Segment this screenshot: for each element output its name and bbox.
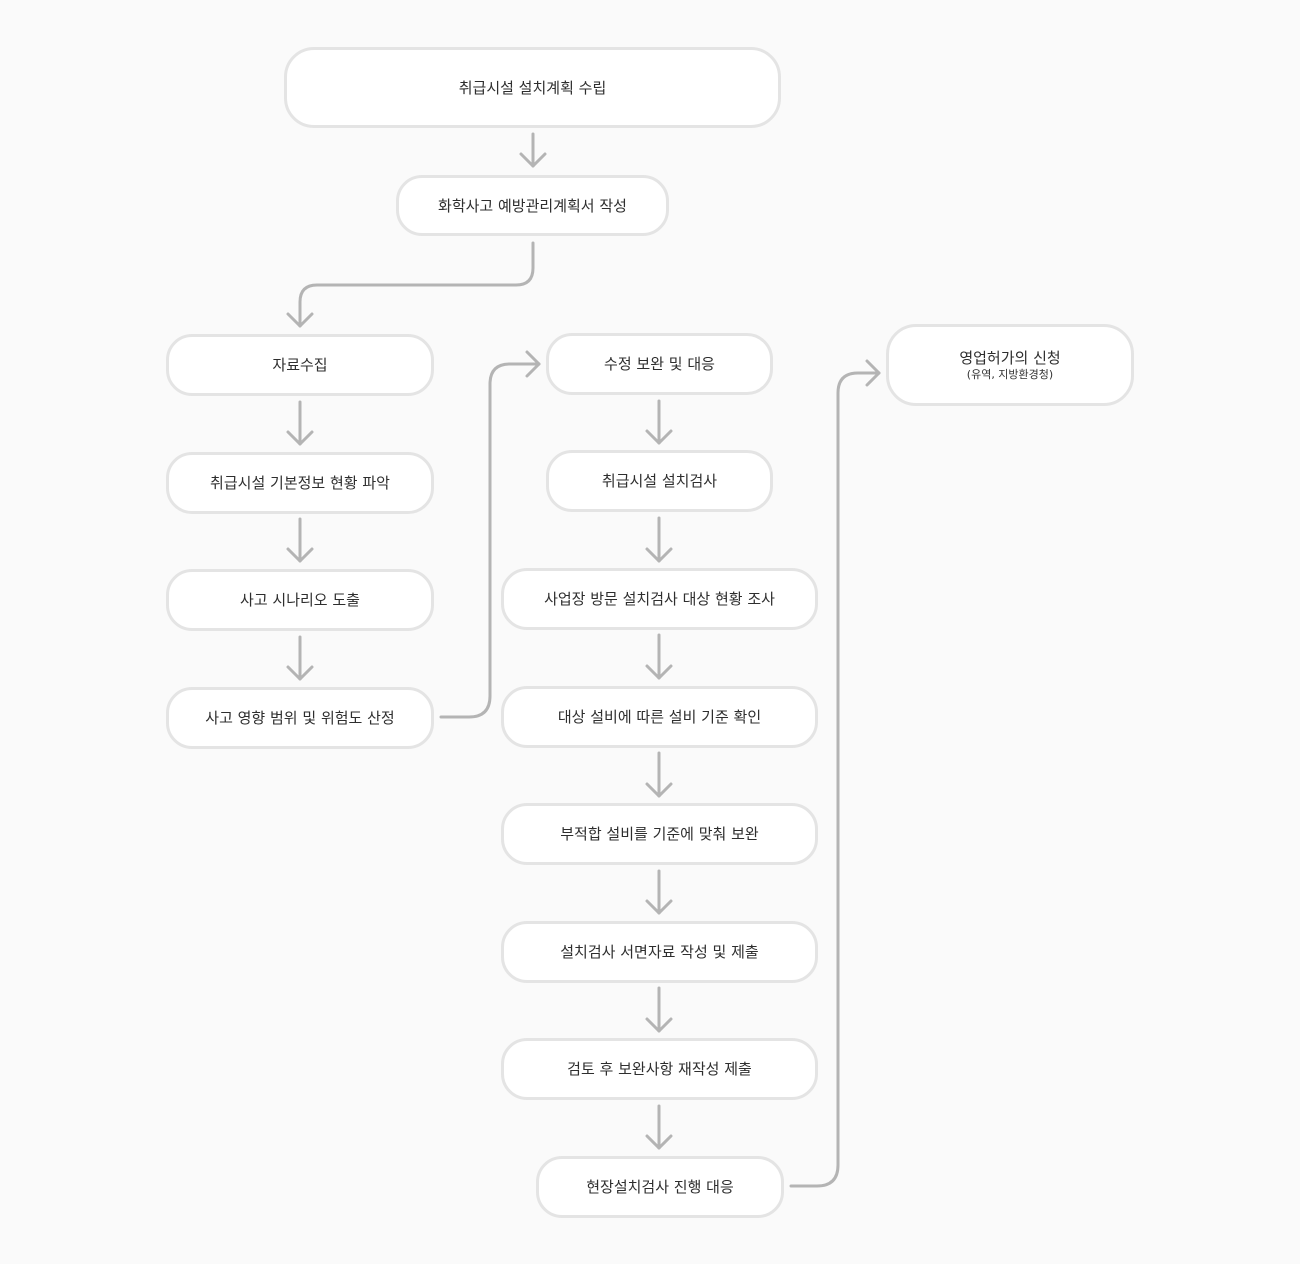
arrowhead-icon (645, 1017, 673, 1033)
arrowhead-icon (645, 547, 673, 563)
node-label: 부적합 설비를 기준에 맞춰 보완 (560, 825, 759, 843)
node-label: 대상 설비에 따른 설비 기준 확인 (557, 708, 762, 726)
node-onsite: 현장설치검사 진행 대응 (536, 1156, 784, 1218)
node-collect: 자료수집 (166, 334, 434, 396)
node-label: 취급시설 설치검사 (601, 472, 718, 490)
node-license: 영업허가의 신청 (유역, 지방환경청) (886, 324, 1134, 406)
arrowhead-icon (645, 1134, 673, 1150)
connector-risk-to-revise (439, 362, 541, 719)
node-scenario: 사고 시나리오 도출 (166, 569, 434, 631)
node-label: 설치검사 서면자료 작성 및 제출 (560, 943, 759, 961)
arrowhead-icon (865, 359, 881, 387)
node-label: 사업장 방문 설치검사 대상 현황 조사 (544, 590, 775, 608)
node-label: 사고 시나리오 도출 (240, 591, 360, 609)
arrowhead-icon (286, 430, 314, 446)
node-criteria: 대상 설비에 따른 설비 기준 확인 (501, 686, 818, 748)
arrowhead-icon (519, 152, 547, 168)
node-sublabel: (유역, 지방환경청) (966, 368, 1054, 381)
arrowhead-icon (645, 899, 673, 915)
arrowhead-icon (645, 429, 673, 445)
node-label: 현장설치검사 진행 대응 (586, 1178, 734, 1196)
node-document: 설치검사 서면자료 작성 및 제출 (501, 921, 818, 983)
node-label: 자료수집 (272, 356, 328, 374)
connector-onsite-to-license (789, 371, 881, 1188)
node-site-visit: 사업장 방문 설치검사 대상 현황 조사 (501, 568, 818, 630)
connector-prevention-to-collect (298, 241, 535, 328)
node-label: 취급시설 기본정보 현황 파악 (210, 474, 390, 492)
arrowhead-icon (286, 547, 314, 563)
node-label: 사고 영향 범위 및 위험도 산정 (205, 709, 395, 727)
node-inspection: 취급시설 설치검사 (546, 450, 773, 512)
node-plan: 취급시설 설치계획 수립 (284, 47, 781, 128)
node-facility-info: 취급시설 기본정보 현황 파악 (166, 452, 434, 514)
arrowhead-icon (286, 312, 314, 328)
node-label: 검토 후 보완사항 재작성 제출 (567, 1060, 752, 1078)
node-label: 영업허가의 신청 (959, 349, 1061, 367)
arrowhead-icon (286, 665, 314, 681)
arrowhead-icon (645, 664, 673, 680)
node-resubmit: 검토 후 보완사항 재작성 제출 (501, 1038, 818, 1100)
arrowhead-icon (645, 782, 673, 798)
node-risk: 사고 영향 범위 및 위험도 산정 (166, 687, 434, 749)
node-label: 취급시설 설치계획 수립 (458, 78, 607, 97)
node-revise: 수정 보완 및 대응 (546, 333, 773, 395)
node-fix: 부적합 설비를 기준에 맞춰 보완 (501, 803, 818, 865)
arrowhead-icon (525, 350, 541, 378)
node-label: 수정 보완 및 대응 (604, 355, 715, 373)
node-label: 화학사고 예방관리계획서 작성 (438, 196, 627, 215)
node-prevention: 화학사고 예방관리계획서 작성 (396, 175, 669, 236)
